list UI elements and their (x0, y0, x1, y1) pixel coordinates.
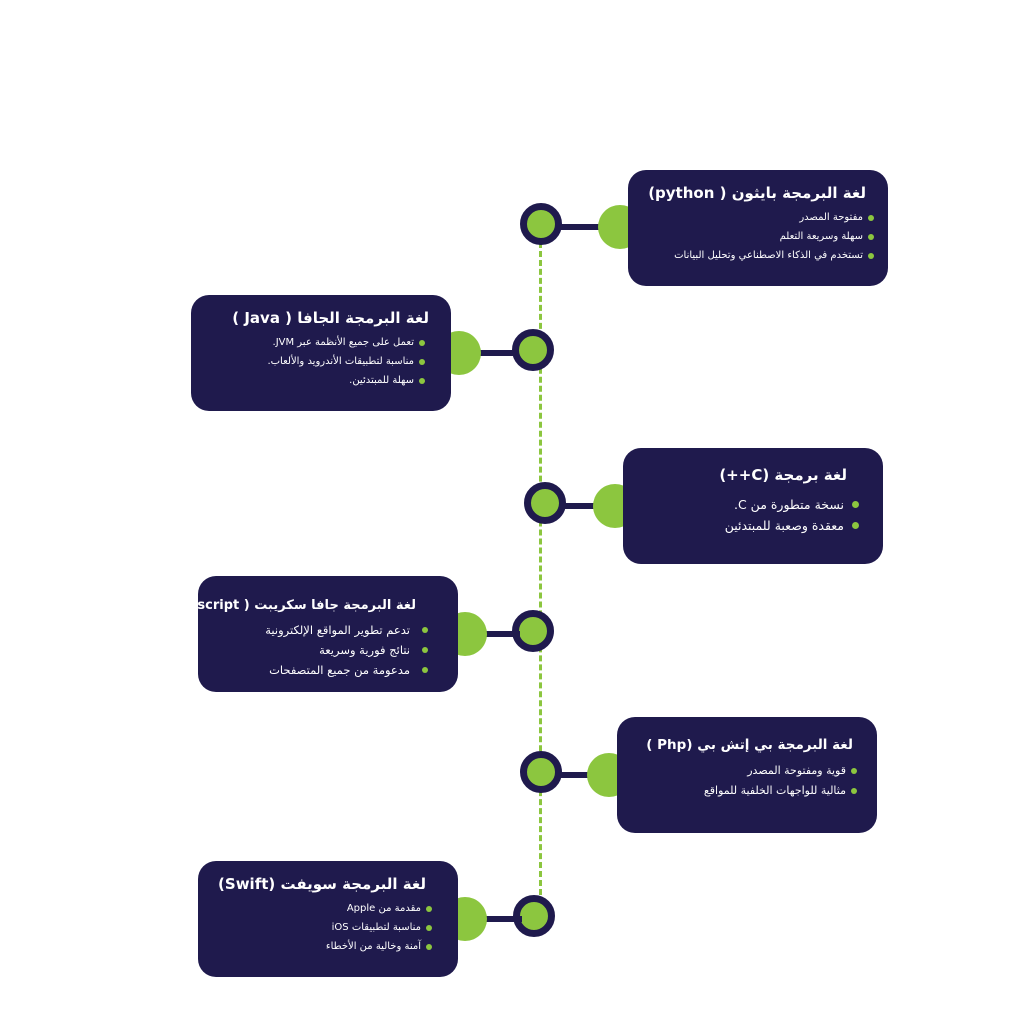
bullet-dot-icon (426, 905, 432, 912)
list-item: نتائج فورية وسريعة (265, 640, 428, 660)
card-list: مقدمة من Apple مناسبة لتطبيقات iOS آمنة … (326, 899, 432, 956)
bullet-dot-icon (426, 943, 432, 950)
bullet-dot-icon (426, 924, 432, 931)
bullet-dot-icon (852, 522, 859, 529)
card-title: لغة البرمجة الجافا ( Java ) (232, 309, 429, 327)
bullet-dot-icon (868, 214, 874, 221)
card-php: لغة البرمجة بي إتش بي (Php ) قوية ومفتوح… (617, 717, 877, 833)
timeline-node-cpp (524, 482, 566, 524)
bullet-dot-icon (419, 377, 425, 384)
list-item: تدعم تطوير المواقع الإلكترونية (265, 620, 428, 640)
card-title: لغة البرمجة بايثون ( python) (648, 184, 866, 202)
timeline-node-php (520, 751, 562, 793)
list-item: تعمل على جميع الأنظمة عبر JVM. (267, 333, 425, 352)
list-item: سهلة للمبتدئين. (267, 371, 425, 390)
list-item: مناسبة لتطبيقات iOS (326, 918, 432, 937)
list-item: نسخة متطورة من C. (725, 494, 859, 515)
card-title: لغة البرمجة بي إتش بي (Php ) (646, 737, 853, 753)
list-item: تستخدم في الذكاء الاصطناعي وتحليل البيان… (674, 246, 874, 265)
bullet-dot-icon (851, 788, 857, 794)
timeline-node-python (520, 203, 562, 245)
card-cpp: لغة برمجة (C++) نسخة متطورة من C. معقدة … (623, 448, 883, 564)
card-python: لغة البرمجة بايثون ( python) مفتوحة المص… (628, 170, 888, 286)
timeline-dashed-line (539, 224, 542, 904)
card-list: مفتوحة المصدر سهلة وسريعة التعلم تستخدم … (674, 208, 874, 265)
connector-php (560, 772, 600, 778)
connector-java (478, 350, 518, 356)
list-item: قوية ومفتوحة المصدر (704, 761, 857, 781)
list-item: مدعومة من جميع المتصفحات (265, 660, 428, 680)
bullet-dot-icon (422, 627, 428, 633)
list-item: آمنة وخالية من الأخطاء (326, 937, 432, 956)
bullet-dot-icon (422, 667, 428, 673)
card-list: نسخة متطورة من C. معقدة وصعبة للمبتدئين (725, 494, 859, 536)
card-javascript: لغة البرمجة جافا سكريبت ( Javascript) تد… (161, 576, 458, 692)
list-item: مقدمة من Apple (326, 899, 432, 918)
list-item: مثالية للواجهات الخلفية للمواقع (704, 781, 857, 801)
card-title: لغة البرمجة جافا سكريبت ( Javascript) (160, 598, 416, 613)
bullet-dot-icon (419, 358, 425, 365)
connector-swift (482, 916, 522, 922)
connector-python (560, 224, 610, 230)
connector-cpp (562, 503, 602, 509)
list-item: معقدة وصعبة للمبتدئين (725, 515, 859, 536)
connector-javascript (480, 631, 520, 637)
card-title: لغة البرمجة سويفت (Swift) (218, 875, 426, 893)
card-java: لغة البرمجة الجافا ( Java ) تعمل على جمي… (191, 295, 451, 411)
bullet-dot-icon (419, 339, 425, 346)
card-list: قوية ومفتوحة المصدر مثالية للواجهات الخل… (704, 761, 857, 801)
bullet-dot-icon (868, 233, 874, 240)
list-item: سهلة وسريعة التعلم (674, 227, 874, 246)
list-item: مفتوحة المصدر (674, 208, 874, 227)
card-title: لغة برمجة (C++) (719, 466, 847, 484)
card-list: تعمل على جميع الأنظمة عبر JVM. مناسبة لت… (267, 333, 425, 390)
bullet-dot-icon (852, 501, 859, 508)
card-swift: لغة البرمجة سويفت (Swift) مقدمة من Apple… (198, 861, 458, 977)
bullet-dot-icon (868, 252, 874, 259)
card-list: تدعم تطوير المواقع الإلكترونية نتائج فور… (265, 620, 428, 680)
bullet-dot-icon (851, 768, 857, 774)
bullet-dot-icon (422, 647, 428, 653)
list-item: مناسبة لتطبيقات الأندرويد والألعاب. (267, 352, 425, 371)
timeline-node-java (512, 329, 554, 371)
